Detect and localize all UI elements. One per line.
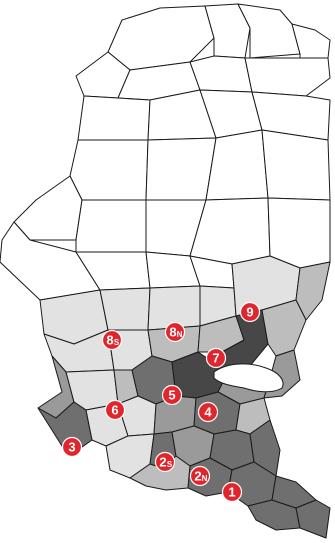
badge-number: 5 <box>168 388 175 403</box>
badge-circle <box>164 321 186 343</box>
badge-circle <box>197 401 219 423</box>
region-badge-1[interactable]: 1 <box>221 481 243 503</box>
badge-circle <box>205 347 227 369</box>
region-badge-9[interactable]: 9 <box>239 301 261 323</box>
county-s2 <box>99 287 151 331</box>
badge-circle <box>101 329 123 351</box>
region-badge-2n[interactable]: 2 N <box>189 465 211 487</box>
badge-number: 7 <box>212 351 219 366</box>
county-n16 <box>261 129 331 201</box>
badge-circle <box>161 384 183 406</box>
badge-suffix: S <box>167 460 173 469</box>
badge-suffix: N <box>177 330 183 339</box>
county-s30 <box>249 419 281 477</box>
region-badge-8n[interactable]: 8 N <box>164 321 186 343</box>
badge-circle <box>154 451 176 473</box>
badge-number: 2 <box>194 469 201 484</box>
county-n7 <box>189 55 253 93</box>
county-n15 <box>205 129 269 201</box>
county-n21 <box>267 197 331 269</box>
county-n18 <box>75 199 147 253</box>
county-s12 <box>261 299 307 357</box>
badge-suffix: N <box>202 474 208 483</box>
region-badge-6[interactable]: 6 <box>104 399 126 421</box>
badge-number: 4 <box>204 405 212 420</box>
county-n13 <box>69 139 149 201</box>
region-badges: 9 8 N 8 S 7 5 4 6 3 <box>61 301 261 503</box>
region-badge-3[interactable]: 3 <box>61 436 83 458</box>
badge-circle <box>61 436 83 458</box>
badge-number: 1 <box>228 485 235 500</box>
region-badge-2s[interactable]: 2 S <box>154 451 176 473</box>
badge-number: 9 <box>246 305 253 320</box>
badge-number: 6 <box>111 403 118 418</box>
badge-circle <box>189 465 211 487</box>
county-n12 <box>251 91 331 141</box>
county-s36 <box>295 499 331 539</box>
badge-suffix: S <box>114 338 120 347</box>
badge-number: 8 <box>106 333 113 348</box>
region-badge-7[interactable]: 7 <box>205 347 227 369</box>
badge-number: 3 <box>68 440 75 455</box>
inland-lake <box>213 363 284 393</box>
badge-circle <box>239 301 261 323</box>
region-badge-8s[interactable]: 8 S <box>101 329 123 351</box>
region-badge-5[interactable]: 5 <box>161 384 183 406</box>
county-n9 <box>77 95 151 141</box>
unshaded-counties <box>0 3 331 301</box>
county-n17 <box>13 175 83 241</box>
county-n8 <box>244 57 331 97</box>
badge-circle <box>221 481 243 503</box>
badge-circle <box>104 399 126 421</box>
shaded-counties <box>37 255 331 539</box>
badge-number: 2 <box>159 455 166 470</box>
region-badge-4[interactable]: 4 <box>197 401 219 423</box>
badge-number: 8 <box>169 325 176 340</box>
county-n14 <box>145 137 217 201</box>
